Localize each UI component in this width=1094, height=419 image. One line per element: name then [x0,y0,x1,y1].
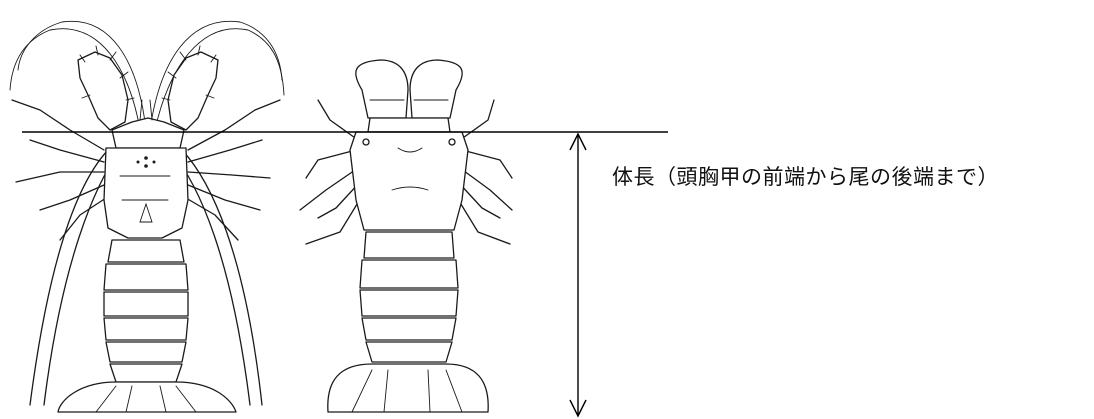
slipper-lobster-illustration [300,60,512,412]
body-length-label: 体長（頭胸甲の前端から尾の後端まで） [612,161,999,191]
spiny-lobster-illustration [10,21,284,412]
